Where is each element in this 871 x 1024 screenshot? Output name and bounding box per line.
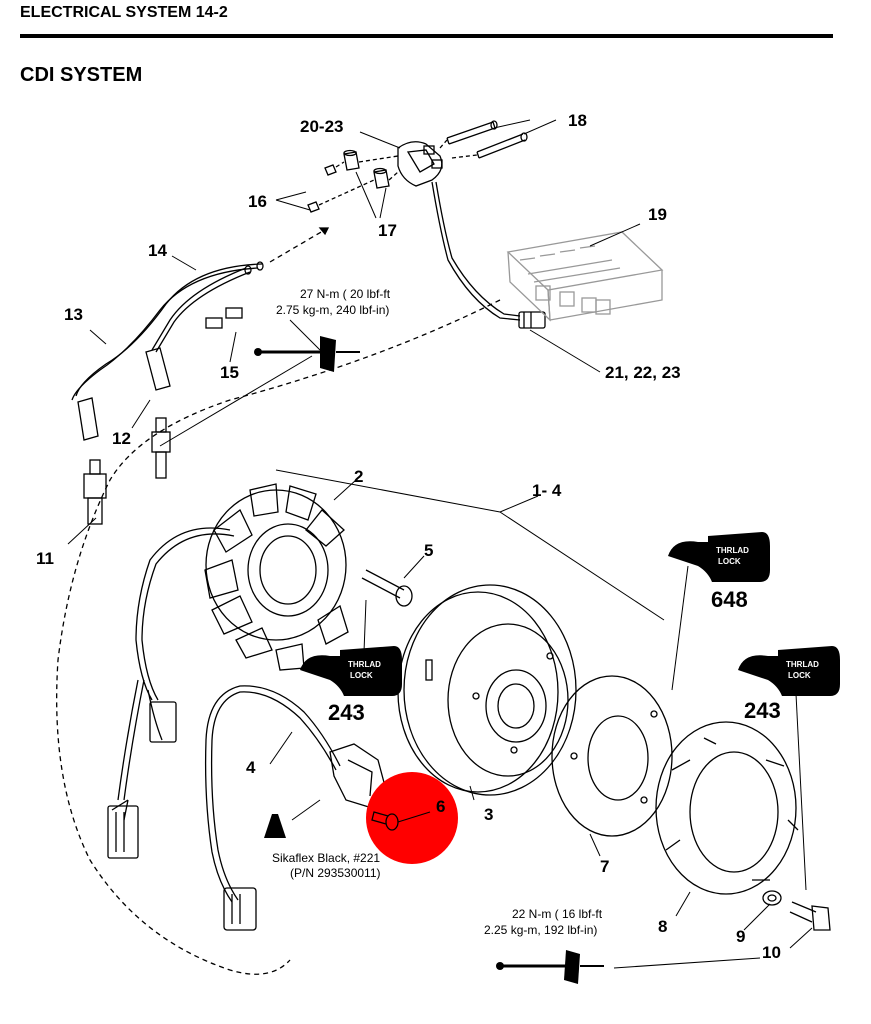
sealant-spec-line: Sikaflex Black, #221 bbox=[272, 851, 380, 865]
nut bbox=[324, 164, 337, 176]
stator-harness bbox=[111, 527, 235, 821]
sensor-connector bbox=[518, 311, 546, 329]
sprag-clutch-gear bbox=[551, 675, 673, 837]
section-header: ELECTRICAL SYSTEM 14-2 bbox=[20, 4, 228, 21]
bushing bbox=[343, 149, 360, 171]
bracket-screw bbox=[476, 132, 528, 159]
callout-20-23: 20-23 bbox=[300, 117, 343, 136]
screw-6 bbox=[371, 811, 431, 831]
callout-14: 14 bbox=[148, 241, 167, 260]
threadlock-bottle-icon: THRLAD LOCK bbox=[738, 646, 840, 696]
stator bbox=[204, 483, 349, 671]
bushing bbox=[373, 167, 390, 189]
callout-6: 6 bbox=[436, 797, 445, 816]
torque-wrench-icon bbox=[496, 950, 604, 984]
threadlock-label: LOCK bbox=[350, 671, 373, 680]
sensor-wire bbox=[435, 181, 521, 317]
threadlock-label: THRLAD bbox=[348, 660, 381, 669]
spark-plug-cap bbox=[77, 347, 171, 441]
callout-8: 8 bbox=[658, 917, 667, 936]
callout-21-22-23: 21, 22, 23 bbox=[605, 363, 681, 382]
callout-3: 3 bbox=[484, 805, 493, 824]
washer bbox=[762, 890, 782, 906]
leader-lines bbox=[67, 119, 813, 969]
threadlock-648: 648 bbox=[711, 587, 748, 612]
callout-17: 17 bbox=[378, 221, 397, 240]
flywheel bbox=[397, 584, 577, 796]
callout-13: 13 bbox=[64, 305, 83, 324]
connector-clip bbox=[205, 307, 243, 329]
stator-screw bbox=[361, 569, 413, 607]
callout-11: 11 bbox=[36, 549, 54, 568]
crankshaft-sensor-harness bbox=[204, 685, 341, 931]
callout-9: 9 bbox=[736, 927, 745, 946]
torque-spec-line: 2.25 kg-m, 192 lbf-in) bbox=[484, 923, 597, 937]
arrow-head bbox=[318, 227, 330, 236]
torque-spec-line: 27 N-m ( 20 lbf-ft bbox=[300, 287, 391, 301]
threadlock-label: THRLAD bbox=[786, 660, 819, 669]
torque-spec-line: 22 N-m ( 16 lbf-ft bbox=[512, 907, 603, 921]
sprag-clutch bbox=[655, 721, 799, 895]
sealant-spec-line: (P/N 293530011) bbox=[290, 866, 381, 880]
threadlock-243-stator: 243 bbox=[328, 700, 365, 725]
callout-12: 12 bbox=[112, 429, 131, 448]
crankshaft-position-sensor-assembly bbox=[397, 141, 443, 187]
callout-16: 16 bbox=[248, 192, 267, 211]
callout-7: 7 bbox=[600, 857, 609, 876]
stator-connector bbox=[107, 701, 177, 859]
callout-5: 5 bbox=[424, 541, 433, 560]
callout-18: 18 bbox=[568, 111, 587, 130]
callout-4: 4 bbox=[246, 758, 256, 777]
callout-10: 10 bbox=[762, 943, 781, 962]
callout-19: 19 bbox=[648, 205, 667, 224]
threadlock-label: LOCK bbox=[788, 671, 811, 680]
threadlock-bottle-icon: THRLAD LOCK bbox=[300, 646, 402, 696]
cdi-module bbox=[506, 231, 664, 322]
harness-routing-dashed bbox=[56, 299, 501, 975]
threadlock-label: LOCK bbox=[718, 557, 741, 566]
threadlock-243-bolt: 243 bbox=[744, 698, 781, 723]
leader-dashed bbox=[269, 227, 329, 263]
callout-15: 15 bbox=[220, 363, 239, 382]
spark-plug bbox=[83, 417, 171, 525]
page-title: CDI SYSTEM bbox=[20, 64, 143, 86]
bolt bbox=[789, 901, 831, 931]
torque-spec-line: 2.75 kg-m, 240 lbf-in) bbox=[276, 303, 389, 317]
threadlock-label: THRLAD bbox=[716, 546, 749, 555]
torque-wrench-icon bbox=[254, 336, 360, 372]
callout-2: 2 bbox=[354, 467, 363, 486]
threadlock-bottle-icon: THRLAD LOCK bbox=[668, 532, 770, 582]
callout-1-4: 1- 4 bbox=[532, 481, 562, 500]
bracket-screw bbox=[446, 120, 498, 145]
high-tension-wires bbox=[71, 261, 264, 401]
sensor-wire bbox=[431, 181, 521, 321]
header-rule bbox=[20, 34, 833, 38]
leader-dashed bbox=[439, 139, 478, 159]
nut bbox=[307, 201, 320, 213]
sealant-tube-icon bbox=[264, 814, 286, 838]
